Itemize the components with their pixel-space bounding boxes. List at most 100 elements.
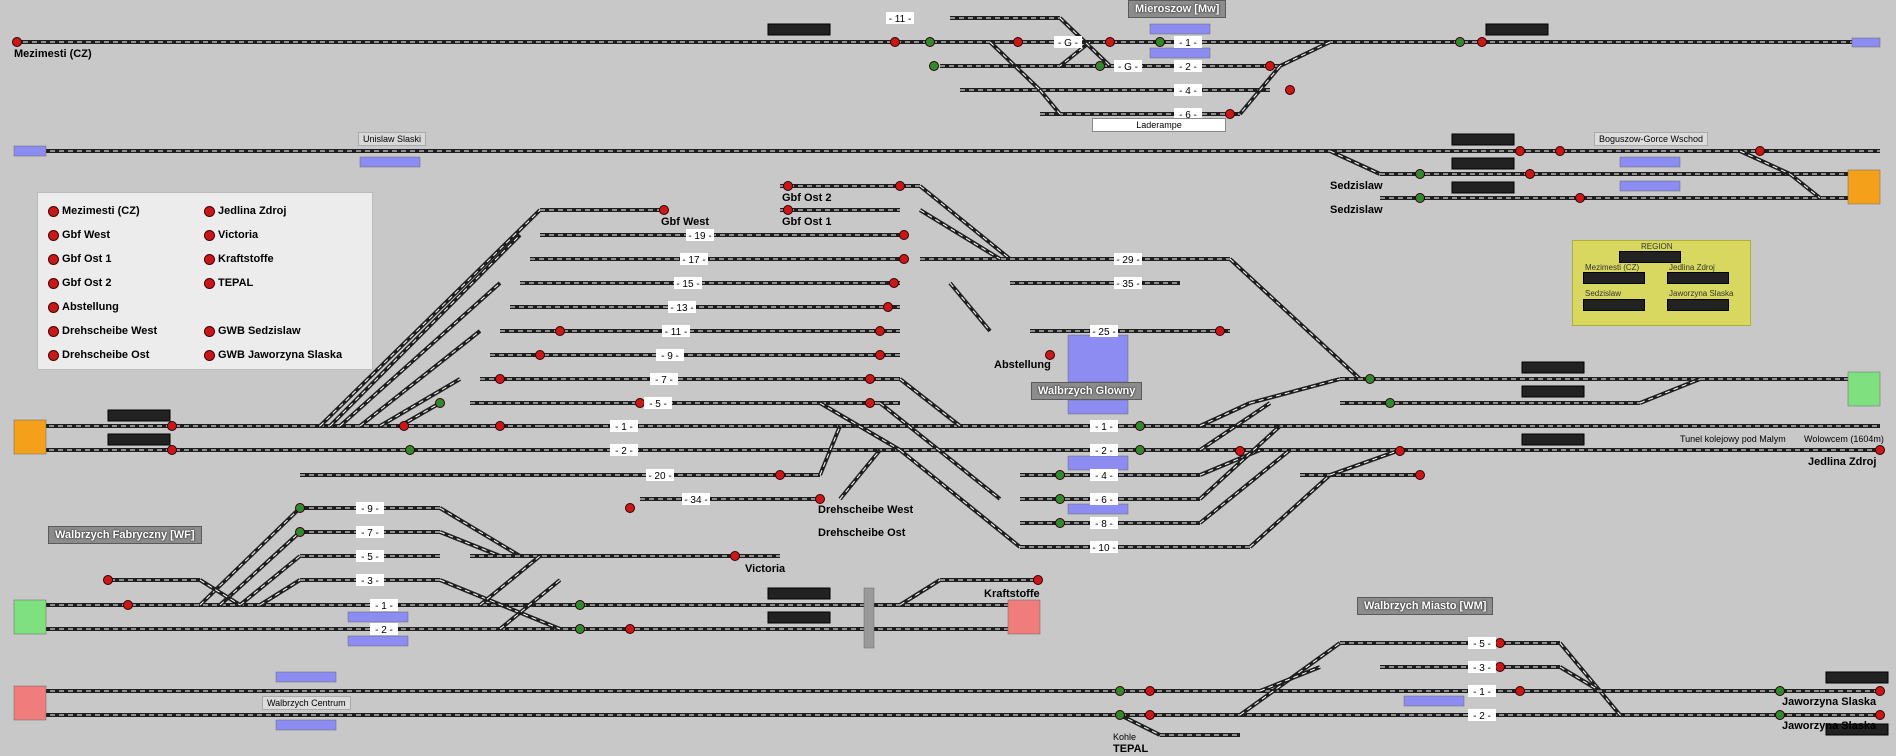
- signal-icon[interactable]: [1033, 575, 1043, 585]
- station-glowny-header[interactable]: Walbrzych Glowny: [1031, 382, 1143, 400]
- signal-icon[interactable]: [783, 181, 793, 191]
- signal-icon[interactable]: [123, 600, 133, 610]
- signal-icon[interactable]: [929, 61, 939, 71]
- signal-icon[interactable]: [1755, 146, 1765, 156]
- legend-item[interactable]: GWB Sedzislaw: [204, 325, 301, 337]
- station-gbf-ost-2-label[interactable]: Gbf Ost 2: [782, 192, 832, 204]
- signal-icon[interactable]: [1525, 169, 1535, 179]
- signal-icon[interactable]: [1145, 686, 1155, 696]
- station-fabryczny-header[interactable]: Walbrzych Fabryczny [WF]: [48, 526, 202, 544]
- signal-icon[interactable]: [1875, 710, 1885, 720]
- signal-icon[interactable]: [1135, 445, 1145, 455]
- signal-icon[interactable]: [495, 374, 505, 384]
- legend-item[interactable]: GWB Jaworzyna Slaska: [204, 349, 342, 361]
- signal-icon[interactable]: [1115, 686, 1125, 696]
- signals[interactable]: [12, 37, 1885, 720]
- station-abstellung-label[interactable]: Abstellung: [994, 359, 1051, 371]
- station-jaworzyna-label-1[interactable]: Jaworzyna Slaska: [1782, 696, 1877, 708]
- station-jaworzyna-label-2[interactable]: Jaworzyna Slaska: [1782, 720, 1877, 732]
- station-miasto-header[interactable]: Walbrzych Miasto [WM]: [1357, 597, 1494, 615]
- signal-icon[interactable]: [1477, 37, 1487, 47]
- signal-icon[interactable]: [890, 37, 900, 47]
- signal-icon[interactable]: [1875, 445, 1885, 455]
- signal-icon[interactable]: [775, 470, 785, 480]
- laderampe-label[interactable]: Laderampe: [1092, 118, 1226, 132]
- signal-icon[interactable]: [12, 37, 22, 47]
- signal-icon[interactable]: [1495, 638, 1505, 648]
- signal-icon[interactable]: [1045, 350, 1055, 360]
- signal-icon[interactable]: [625, 624, 635, 634]
- signal-icon[interactable]: [1145, 710, 1155, 720]
- signal-icon[interactable]: [925, 37, 935, 47]
- signal-icon[interactable]: [1365, 374, 1375, 384]
- signal-icon[interactable]: [883, 302, 893, 312]
- signal-icon[interactable]: [865, 374, 875, 384]
- signal-icon[interactable]: [659, 205, 669, 215]
- station-centrum-label[interactable]: Walbrzych Centrum: [262, 696, 351, 710]
- signal-icon[interactable]: [1215, 326, 1225, 336]
- station-drehscheibe-ost-label[interactable]: Drehscheibe Ost: [818, 527, 906, 539]
- legend-item[interactable]: Kraftstoffe: [204, 253, 274, 265]
- signal-icon[interactable]: [1155, 37, 1165, 47]
- legend-item[interactable]: Abstellung: [48, 301, 119, 313]
- signal-icon[interactable]: [1555, 146, 1565, 156]
- signal-icon[interactable]: [889, 278, 899, 288]
- station-tepal-label[interactable]: TEPAL: [1113, 743, 1149, 755]
- legend-item[interactable]: Gbf Ost 2: [48, 277, 112, 289]
- signal-icon[interactable]: [899, 254, 909, 264]
- signal-icon[interactable]: [1235, 446, 1245, 456]
- legend-item[interactable]: Mezimesti (CZ): [48, 205, 140, 217]
- signal-icon[interactable]: [295, 503, 305, 513]
- station-victoria-label[interactable]: Victoria: [745, 563, 786, 575]
- signal-icon[interactable]: [1395, 446, 1405, 456]
- station-jedlina-label[interactable]: Jedlina Zdroj: [1808, 456, 1877, 468]
- signal-icon[interactable]: [895, 181, 905, 191]
- station-mieroszow-header[interactable]: Mieroszow [Mw]: [1128, 0, 1227, 18]
- signal-icon[interactable]: [1055, 518, 1065, 528]
- signal-icon[interactable]: [1415, 169, 1425, 179]
- signal-icon[interactable]: [1495, 662, 1505, 672]
- signal-icon[interactable]: [875, 326, 885, 336]
- signal-icon[interactable]: [1415, 193, 1425, 203]
- signal-icon[interactable]: [555, 326, 565, 336]
- signal-icon[interactable]: [1225, 109, 1235, 119]
- station-gbf-west-label[interactable]: Gbf West: [661, 216, 710, 228]
- legend-item[interactable]: TEPAL: [204, 277, 253, 289]
- signal-icon[interactable]: [1285, 85, 1295, 95]
- signal-icon[interactable]: [635, 398, 645, 408]
- station-sedzislaw-label-2[interactable]: Sedzislaw: [1330, 204, 1383, 216]
- signal-icon[interactable]: [1265, 61, 1275, 71]
- signal-icon[interactable]: [1415, 470, 1425, 480]
- station-mezimesti-label[interactable]: Mezimesti (CZ): [14, 48, 92, 60]
- legend-item[interactable]: Gbf West: [48, 229, 110, 241]
- signal-icon[interactable]: [815, 494, 825, 504]
- signal-icon[interactable]: [1055, 494, 1065, 504]
- station-kohle-label[interactable]: Kohle: [1113, 732, 1137, 742]
- signal-icon[interactable]: [1055, 470, 1065, 480]
- signal-icon[interactable]: [730, 551, 740, 561]
- signal-icon[interactable]: [1775, 710, 1785, 720]
- signal-icon[interactable]: [1095, 61, 1105, 71]
- legend-item[interactable]: Drehscheibe West: [48, 325, 157, 337]
- signal-icon[interactable]: [1115, 710, 1125, 720]
- legend-item[interactable]: Gbf Ost 1: [48, 253, 112, 265]
- station-drehscheibe-west-label[interactable]: Drehscheibe West: [818, 504, 914, 516]
- signal-icon[interactable]: [405, 445, 415, 455]
- signal-icon[interactable]: [103, 575, 113, 585]
- signal-icon[interactable]: [575, 624, 585, 634]
- legend-item[interactable]: Jedlina Zdroj: [204, 205, 286, 217]
- signal-icon[interactable]: [783, 205, 793, 215]
- station-kraftstoffe-label[interactable]: Kraftstoffe: [984, 588, 1040, 600]
- signal-icon[interactable]: [1105, 37, 1115, 47]
- signal-icon[interactable]: [1575, 193, 1585, 203]
- station-boguszow-label[interactable]: Boguszow-Gorce Wschod: [1594, 132, 1709, 146]
- legend-item[interactable]: Drehscheibe Ost: [48, 349, 149, 361]
- signal-icon[interactable]: [399, 421, 409, 431]
- signal-icon[interactable]: [1013, 37, 1023, 47]
- signal-icon[interactable]: [1515, 686, 1525, 696]
- station-unislaw-label[interactable]: Unislaw Slaski: [358, 132, 427, 146]
- signal-icon[interactable]: [1775, 686, 1785, 696]
- signal-icon[interactable]: [899, 230, 909, 240]
- signal-icon[interactable]: [575, 600, 585, 610]
- station-sedzislaw-label-1[interactable]: Sedzislaw: [1330, 180, 1383, 192]
